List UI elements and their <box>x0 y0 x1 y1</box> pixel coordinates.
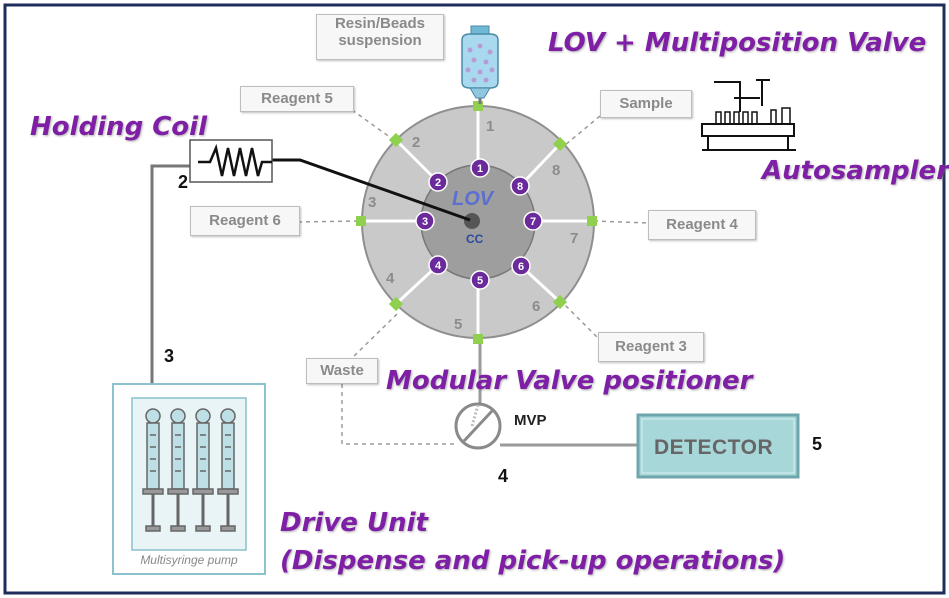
ring-number-8: 8 <box>552 162 561 179</box>
valve-icon <box>454 402 502 450</box>
port-1 <box>470 158 490 178</box>
detector-box <box>636 413 800 479</box>
reagent5-label: Reagent 5 <box>240 86 354 112</box>
pump-to-coil-tube <box>150 164 212 418</box>
ring-number-4: 4 <box>386 270 395 287</box>
ring-number-2: 2 <box>412 134 421 151</box>
sample-label: Sample <box>600 90 692 118</box>
drive-unit-heading: Drive Unit <box>280 508 428 538</box>
bottle-icon <box>461 25 499 104</box>
port-group: 1 2 3 4 5 6 7 8 <box>415 158 543 290</box>
port-4 <box>428 255 448 275</box>
port-2 <box>428 172 448 192</box>
port-8 <box>510 176 530 196</box>
central-channel <box>464 213 480 229</box>
holding-coil-heading: Holding Coil <box>30 112 207 142</box>
port-3 <box>415 211 435 231</box>
pump-caption: Multisyringe pump <box>140 553 238 567</box>
resin-label: Resin/Beads suspension <box>316 14 444 60</box>
mvp-number: 4 <box>498 466 509 486</box>
reagent3-label: Reagent 3 <box>598 332 704 362</box>
port-label-2: 2 <box>435 177 441 189</box>
coil-to-lov-tube <box>272 158 471 222</box>
dashed-lines <box>297 109 649 445</box>
port-label-1: 1 <box>477 163 483 175</box>
drive-unit-subheading: (Dispense and pick-up operations) <box>280 546 786 576</box>
port-5 <box>470 270 490 290</box>
reagent4-label: Reagent 4 <box>648 210 756 240</box>
mvp-label: MVP <box>514 412 547 429</box>
ring-number-3: 3 <box>368 194 377 211</box>
port-6 <box>511 256 531 276</box>
mvp-heading: Modular Valve positioner <box>386 366 753 396</box>
port-label-8: 8 <box>517 181 523 193</box>
port-label-6: 6 <box>518 261 524 273</box>
frame <box>3 3 946 595</box>
port-7 <box>523 211 543 231</box>
valve-channels <box>362 106 592 338</box>
syringe-icon <box>142 407 240 533</box>
ring-number-5: 5 <box>454 316 463 333</box>
reagent6-label: Reagent 6 <box>190 206 300 236</box>
port-label-7: 7 <box>530 216 536 228</box>
detector-number: 5 <box>812 434 823 454</box>
coil-number: 2 <box>178 172 189 192</box>
tubing <box>478 340 638 447</box>
connectors <box>356 101 597 344</box>
autosampler-heading: Autosampler <box>762 156 949 186</box>
coil-icon <box>198 143 272 177</box>
port-label-3: 3 <box>422 216 428 228</box>
pump-number: 3 <box>164 346 175 366</box>
lov-mpv-heading: LOV + Multiposition Valve <box>548 28 927 58</box>
ring-number-6: 6 <box>532 298 541 315</box>
port-label-5: 5 <box>477 275 483 287</box>
ring-number-1: 1 <box>486 118 495 135</box>
detector-label: DETECTOR <box>654 436 774 459</box>
waste-label: Waste <box>306 358 378 384</box>
cc-label: CC <box>466 232 484 246</box>
port-label-4: 4 <box>435 260 442 272</box>
ring-number-7: 7 <box>570 230 579 247</box>
lov-center-label: LOV <box>452 188 494 210</box>
autosampler-icon <box>701 79 796 151</box>
